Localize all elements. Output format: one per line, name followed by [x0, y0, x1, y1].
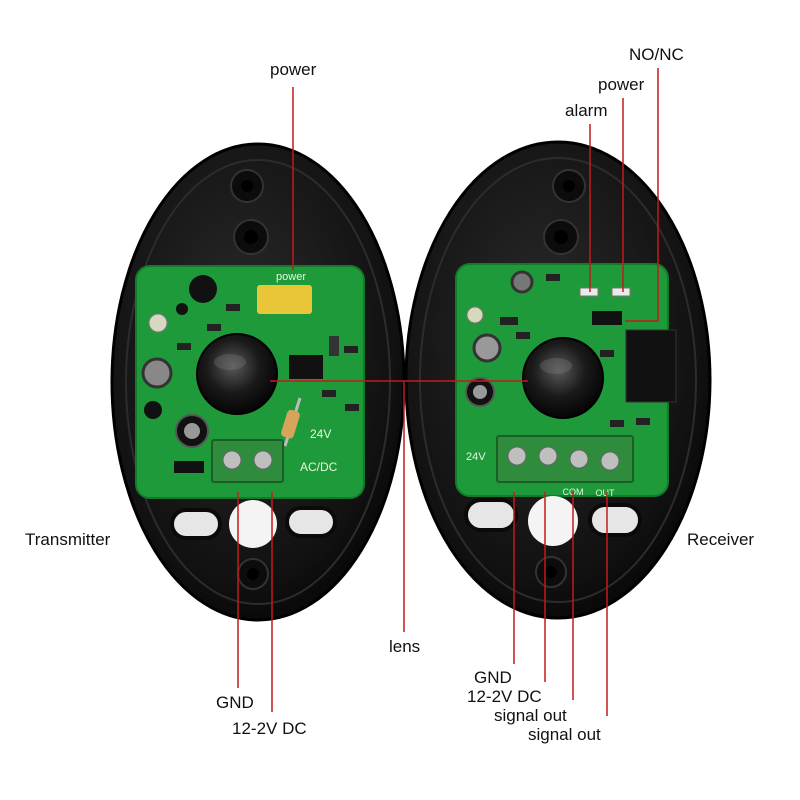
transmitter-silk-acdc: AC/DC: [300, 460, 338, 474]
transmitter-transistor: [189, 275, 217, 303]
callout-line-rx-nonc: [625, 68, 659, 322]
transmitter-inner-rim: [125, 159, 391, 605]
receiver-center-hole: [528, 496, 578, 546]
label-transmitter: Transmitter: [25, 530, 111, 549]
receiver-unit: 24V COM OUT: [404, 140, 712, 620]
transmitter-terminal-screw-1: [222, 450, 242, 470]
transmitter-lens: [196, 333, 278, 415]
receiver-terminal-screw-1: [507, 446, 527, 466]
label-receiver: Receiver: [687, 530, 755, 549]
label-receiver-nonc: NO/NC: [629, 45, 684, 64]
transmitter-electrolytic-cap-1: [141, 357, 173, 389]
receiver-alarm-led: [579, 287, 599, 297]
transmitter-resistor: [281, 397, 302, 447]
label-receiver-signal-out-1: signal out: [494, 706, 567, 725]
transmitter-unit: power 24V AC/DC: [110, 142, 406, 622]
label-receiver-power: power: [598, 75, 645, 94]
receiver-relay: [625, 329, 677, 403]
receiver-slot-right: [588, 503, 642, 537]
label-transmitter-dc: 12-2V DC: [232, 719, 307, 738]
receiver-silk-voltage: 24V: [466, 451, 486, 463]
transmitter-silk-power: power: [276, 271, 306, 283]
receiver-inner-rim: [419, 157, 697, 603]
label-receiver-dc: 12-2V DC: [467, 687, 542, 706]
label-lens: lens: [389, 637, 421, 656]
receiver-electrolytic-cap-1: [472, 333, 502, 363]
transmitter-terminal-block: [211, 439, 284, 483]
transmitter-slot-right: [285, 506, 337, 538]
label-transmitter-gnd: GND: [216, 693, 254, 712]
receiver-terminal-screw-2: [538, 446, 558, 466]
receiver-terminal-screw-4: [600, 451, 620, 471]
receiver-terminal-block: [496, 435, 634, 483]
label-transmitter-power: power: [270, 60, 317, 79]
transmitter-slot-left: [170, 508, 222, 540]
label-receiver-alarm: alarm: [565, 101, 608, 120]
receiver-slot-left: [464, 498, 518, 532]
receiver-nonc-jumper: [592, 311, 622, 325]
receiver-terminal-screw-3: [569, 449, 589, 469]
callout-lines: [237, 68, 659, 716]
receiver-silk-out: OUT: [596, 488, 616, 498]
transmitter-silk-voltage: 24V: [310, 427, 331, 441]
receiver-lens: [522, 337, 604, 419]
transmitter-center-hole: [229, 500, 277, 548]
label-receiver-gnd: GND: [474, 668, 512, 687]
receiver-power-led: [611, 287, 631, 297]
transmitter-terminal-screw-2: [253, 450, 273, 470]
transmitter-yellow-capacitor: [257, 285, 312, 314]
label-receiver-signal-out-2: signal out: [528, 725, 601, 744]
